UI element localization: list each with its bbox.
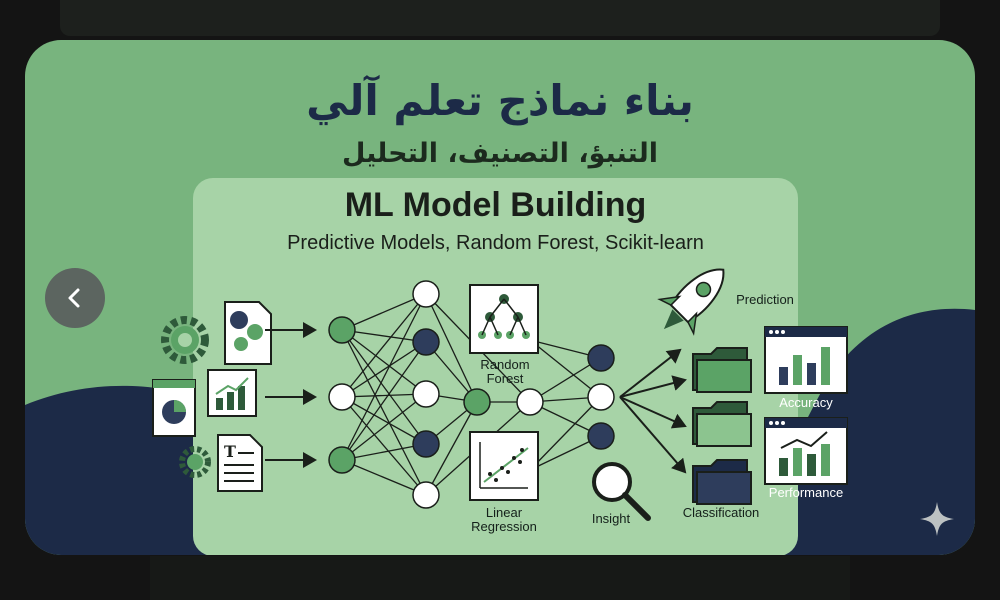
slide-card: بناء نماذج تعلم آلي التنبؤ، التصنيف، الت… xyxy=(25,40,975,555)
network-node xyxy=(587,383,615,411)
background-banner-bottom xyxy=(150,556,850,600)
previous-slide-button[interactable] xyxy=(45,268,105,328)
linear-regression-label: Linear Regression xyxy=(471,505,537,534)
arabic-title: بناء نماذج تعلم آلي xyxy=(306,76,694,125)
magnifier-icon xyxy=(592,462,651,521)
gear-small-icon xyxy=(179,446,211,478)
background-banner-top xyxy=(60,0,940,36)
folder-icon xyxy=(692,459,752,505)
network-node xyxy=(328,316,356,344)
classification-label: Classification xyxy=(682,505,760,520)
rocket-icon xyxy=(657,268,725,336)
panel-title: ML Model Building xyxy=(344,186,647,224)
network-node xyxy=(328,383,356,411)
bar-chart-doc-icon xyxy=(207,369,257,417)
folder-icon xyxy=(692,347,752,393)
sparkle-icon xyxy=(920,502,954,536)
settings-document-icon xyxy=(224,301,272,365)
network-node xyxy=(328,446,356,474)
network-node xyxy=(412,430,440,458)
network-node xyxy=(463,388,491,416)
performance-label: Performance xyxy=(768,485,844,500)
ml-diagram: T xyxy=(152,268,848,521)
scatter-plot-icon xyxy=(469,431,539,501)
svg-text:T: T xyxy=(224,442,236,461)
accuracy-chart-icon xyxy=(764,326,848,394)
panel-subtitle: Predictive Models, Random Forest, Scikit… xyxy=(287,232,704,254)
random-forest-label: Random Forest xyxy=(480,357,530,386)
network-node xyxy=(412,328,440,356)
prediction-label: Prediction xyxy=(736,292,794,307)
network-node xyxy=(587,422,615,450)
text-document-icon: T xyxy=(217,434,263,492)
network-node xyxy=(412,481,440,509)
network-node xyxy=(412,280,440,308)
insight-label: Insight xyxy=(591,511,631,526)
performance-chart-icon xyxy=(764,417,848,485)
accuracy-label: Accuracy xyxy=(779,395,833,410)
gear-icon xyxy=(161,316,209,364)
network-node xyxy=(587,344,615,372)
tree-diagram-icon xyxy=(469,284,539,354)
chevron-left-icon xyxy=(68,288,80,308)
arabic-subtitle: التنبؤ، التصنيف، التحليل xyxy=(342,138,658,169)
network-node xyxy=(516,388,544,416)
network-node xyxy=(412,380,440,408)
pie-chart-document-icon xyxy=(152,379,196,437)
folder-icon xyxy=(692,401,752,447)
network-edges xyxy=(341,293,602,496)
